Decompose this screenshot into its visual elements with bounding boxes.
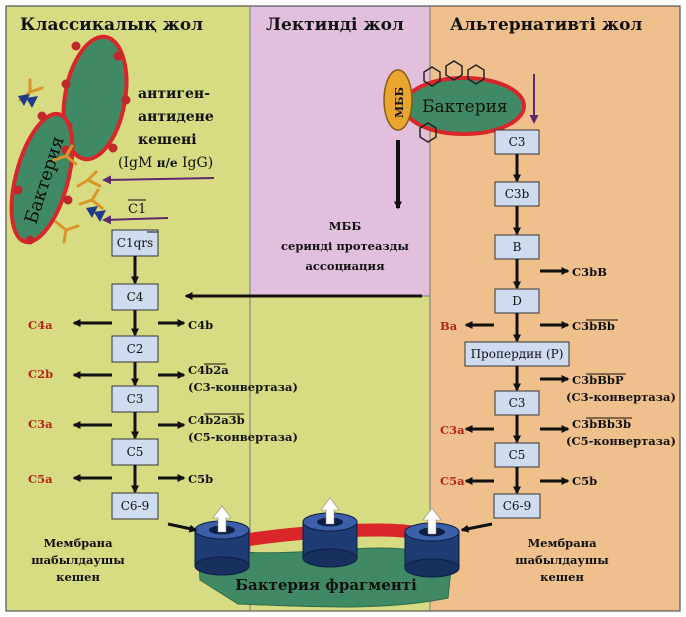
alternative-title: Альтернативті жол: [450, 15, 642, 35]
fragment-label: Бактерия фрагменті: [235, 576, 417, 594]
classical-membrane-1: Мембрана: [43, 536, 113, 550]
classical-left-c5a: C5a: [28, 472, 53, 486]
alternative-membrane-3: кешен: [540, 570, 584, 584]
classical-right-c5b: C5b: [188, 472, 213, 486]
alternative-step-2-box: [494, 234, 540, 260]
lectin-caption-2: серинді протеазды: [281, 239, 409, 253]
classical-step-2-label: C2: [127, 342, 144, 356]
lectin-caption-1: МББ: [329, 219, 362, 233]
alternative-step-2-label: B: [513, 240, 522, 254]
c1-pointer: [102, 215, 169, 225]
classical-c5-convertase: (C5-конвертаза): [188, 430, 298, 444]
mac-pore-1: [302, 497, 358, 568]
classical-step-1-label: C4: [127, 290, 144, 304]
alternative-step-1-label: C3b: [505, 187, 530, 201]
classical-left-c3a: C3a: [28, 417, 53, 431]
alternative-left-c3a: C3a: [440, 423, 465, 437]
alternative-step-7-box: [493, 493, 541, 519]
classical-right-c4b2a3b: C4b2a3b: [188, 413, 245, 427]
alternative-c5-convertase: (C5-конвертаза): [566, 434, 676, 448]
lectin-bacteria-label: Бактерия: [422, 97, 508, 117]
classical-step-3-label: C3: [127, 392, 144, 406]
alternative-right-c3bbb: C3bBb: [572, 319, 615, 333]
mbl-label: МББ: [393, 87, 406, 118]
alternative-step-0-box: [494, 129, 540, 155]
membrane-attack-pores: [194, 497, 460, 578]
lectin-hexagons: [419, 60, 485, 143]
alternative-membrane-2: шабылдаушы: [515, 553, 609, 567]
classical-left-c4a: C4a: [28, 318, 53, 332]
classical-step-0-label: C1qrs: [117, 236, 153, 250]
antigen-triangles: [18, 94, 106, 222]
alternative-right-c3bb: C3bB: [572, 265, 607, 279]
alternative-membrane-1: Мембрана: [527, 536, 597, 550]
classical-step-3-box: [111, 385, 159, 413]
alternative-left-ba: Ba: [440, 319, 458, 333]
classical-to-mac-arrow: [167, 522, 198, 533]
classical-step-5-box: [111, 492, 159, 520]
classical-step-0-box: [111, 229, 159, 257]
ig-label: (IgM н/е IgG): [118, 155, 213, 171]
outer-frame: [5, 5, 681, 612]
classical-right-c4b: C4b: [188, 318, 213, 332]
alternative-step-6-label: C5: [509, 448, 526, 462]
alternative-step-7-label: C6-9: [503, 499, 532, 513]
mac-pore-2: [404, 507, 460, 578]
classical-c3-convertase: (C3-конвертаза): [188, 380, 298, 394]
alternative-step-4-box: [464, 341, 570, 367]
alternative-right-c3bbb3b: C3bBb3b: [572, 417, 631, 431]
classical-title: Классикалық жол: [20, 15, 203, 35]
alternative-step-3-label: D: [512, 294, 522, 308]
complex-label-1: антиген-: [138, 86, 210, 102]
alternative-right-c3bbbp: C3bBbP: [572, 373, 624, 387]
alternative-step-0-label: C3: [509, 135, 526, 149]
classical-membrane-2: шабылдаушы: [31, 553, 125, 567]
alternative-right-c5b: C5b: [572, 474, 597, 488]
complex-label-2: антидене: [138, 109, 214, 125]
alternative-step-5-box: [494, 390, 540, 416]
antibody-pointer: [102, 175, 215, 185]
lectin-title: Лектинді жол: [266, 15, 404, 35]
alternative-left-c5a: C5a: [440, 474, 465, 488]
lectin-caption-3: ассоциация: [305, 259, 385, 273]
classical-step-4-label: C5: [127, 445, 144, 459]
c1-label: C1: [128, 202, 146, 217]
alternative-step-5-label: C3: [509, 396, 526, 410]
classical-membrane-3: кешен: [56, 570, 100, 584]
alternative-to-mac-arrow: [460, 522, 493, 533]
alternative-step-4-label: Пропердин (P): [471, 347, 564, 361]
classical-left-c2b: C2b: [28, 367, 53, 381]
antibody-icons: [18, 78, 104, 244]
classical-bacteria-bottom: [9, 111, 75, 245]
mbl-molecule: [383, 69, 413, 131]
classical-step-5-label: C6-9: [121, 499, 150, 513]
alternative-c3-convertase: (C3-конвертаза): [566, 390, 676, 404]
complex-label-3: кешені: [138, 132, 197, 148]
classical-step-2-box: [111, 335, 159, 363]
mac-pore-0: [194, 505, 250, 576]
classical-right-c4b2a: C4b2a: [188, 363, 229, 377]
